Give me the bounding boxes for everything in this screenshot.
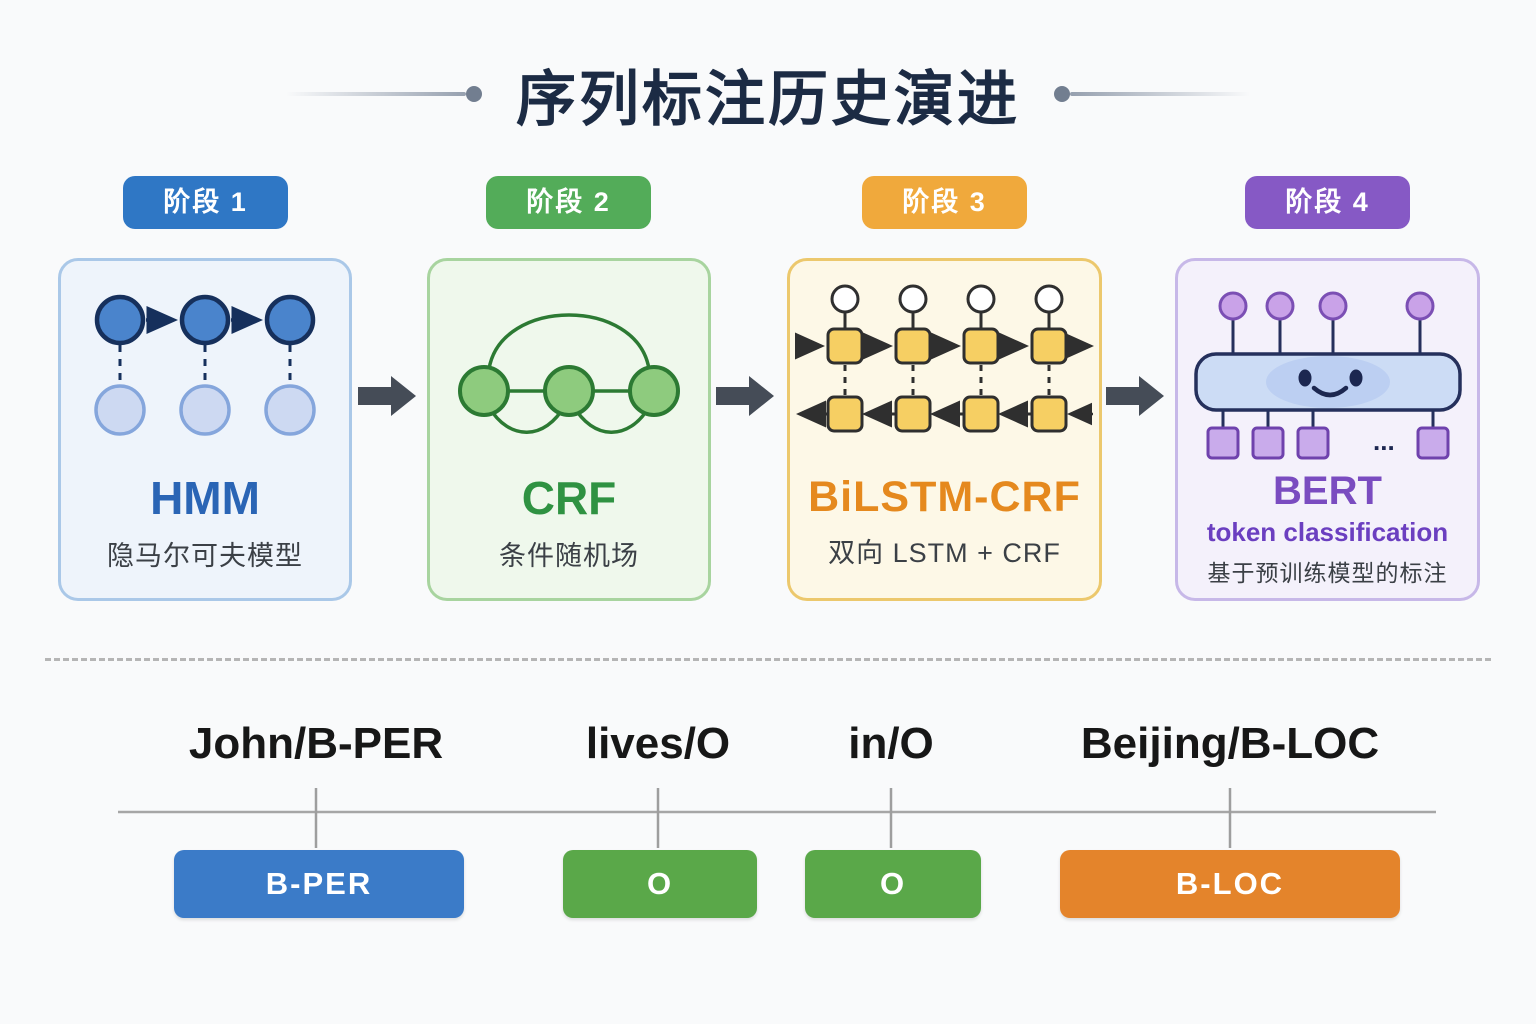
tag-b-per: B-PER [174, 850, 464, 918]
stage-2-badge: 阶段 2 [486, 176, 651, 229]
ellipsis-label: ... [1373, 426, 1395, 456]
hmm-chain-icon [94, 294, 316, 436]
token-word-john: John/B-PER [188, 719, 444, 768]
deco-line-icon [1070, 92, 1250, 96]
stage-3-badge: 阶段 3 [862, 176, 1027, 229]
title-decoration-left [286, 86, 482, 102]
stage-1-model-name: HMM [150, 472, 260, 524]
tag-o-2: O [805, 850, 981, 918]
stage-4-card-bert: ... BERT token classification 基于预训练模型的标注 [1175, 258, 1480, 601]
arrow-right-icon [1106, 376, 1164, 416]
token-word-lives: lives/O [585, 719, 731, 768]
title-decoration-right [1054, 86, 1250, 102]
stage-1-card-hmm: HMM 隐马尔可夫模型 [58, 258, 352, 601]
connector-lines [118, 788, 1436, 848]
token-word-in: in/O [848, 719, 934, 768]
page-title: 序列标注历史演进 [516, 65, 1020, 133]
stage-2-subtitle: 条件随机场 [499, 540, 639, 571]
tag-b-loc: B-LOC [1060, 850, 1400, 918]
tag-o-1: O [563, 850, 757, 918]
stage-4-subtitle: 基于预训练模型的标注 [1207, 560, 1448, 586]
bilstm-icon [794, 284, 1094, 433]
stage-1-subtitle: 隐马尔可夫模型 [107, 540, 303, 571]
bert-icon: ... [1193, 291, 1462, 459]
stage-3-model-name: BiLSTM-CRF [808, 473, 1081, 521]
section-divider [45, 658, 1491, 661]
deco-dot-icon [1054, 86, 1070, 102]
stage-4-subtitle-en: token classification [1206, 517, 1449, 547]
stage-4-model-name: BERT [1273, 469, 1382, 513]
hmm-chain-diagram [85, 261, 325, 459]
stage-3-subtitle: 双向 LSTM + CRF [828, 538, 1061, 569]
crf-graph-diagram [439, 261, 699, 459]
page-header: 序列标注历史演进 [0, 46, 1536, 142]
crf-graph-icon [458, 313, 680, 434]
token-word-beijing: Beijing/B-LOC [1080, 719, 1380, 768]
deco-line-icon [286, 92, 466, 96]
arrow-right-icon [716, 376, 774, 416]
deco-dot-icon [466, 86, 482, 102]
stage-2-card-crf: CRF 条件随机场 [427, 258, 711, 601]
bilstm-diagram [794, 261, 1095, 466]
bert-diagram: ... [1178, 261, 1478, 463]
stage-1-badge: 阶段 1 [123, 176, 288, 229]
arrow-right-icon [358, 376, 416, 416]
stage-2-model-name: CRF [521, 472, 617, 524]
stage-4-badge: 阶段 4 [1245, 176, 1410, 229]
stage-3-card-bilstm-crf: BiLSTM-CRF 双向 LSTM + CRF [787, 258, 1102, 601]
